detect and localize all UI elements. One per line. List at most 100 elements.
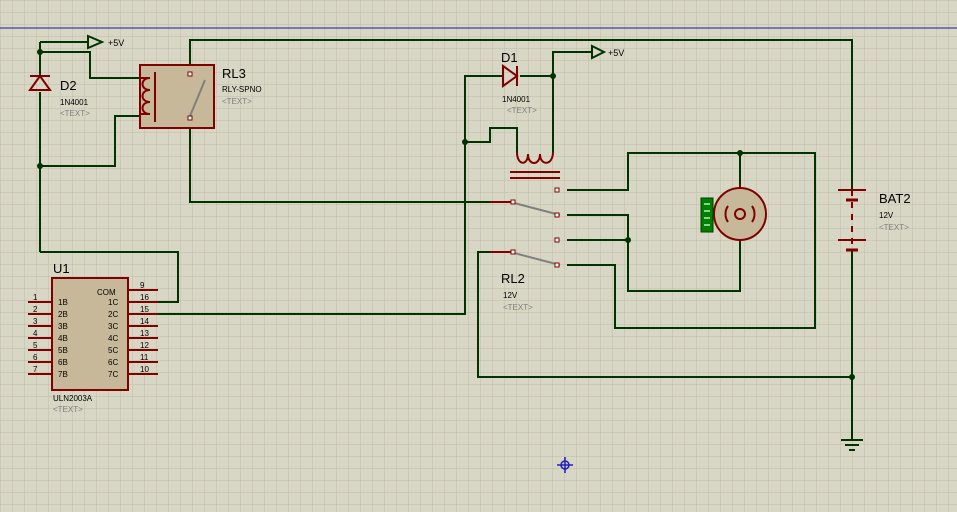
ic-body	[51, 277, 129, 391]
ic-pin-name: 6B	[58, 358, 68, 367]
d2-text: <TEXT>	[60, 109, 90, 118]
ic-u1[interactable]	[28, 277, 158, 391]
ic-pin-name: 1B	[58, 298, 68, 307]
ic-pin-number: 1	[33, 293, 38, 302]
wire-vcc-right	[552, 51, 592, 76]
u1-value: ULN2003A	[53, 394, 93, 403]
wire-u1-1c	[40, 251, 179, 303]
switch-arm	[513, 252, 561, 266]
ic-pin-name: 7C	[108, 370, 118, 379]
diode-d1[interactable]	[502, 64, 519, 88]
ic-pin-name: 2C	[108, 310, 118, 319]
wire-motor-bottom	[567, 214, 741, 292]
diode-d2[interactable]	[28, 74, 52, 91]
ic-pin-name: 7B	[58, 370, 68, 379]
wire-motor-top	[567, 152, 741, 191]
relay-rl2[interactable]	[490, 151, 561, 268]
junction	[625, 237, 631, 243]
bat2-ref: BAT2	[879, 191, 911, 206]
d2-ref: D2	[60, 78, 77, 93]
ic-pin-number: 2	[33, 305, 38, 314]
ic-pin-number: 11	[140, 353, 149, 362]
ic-pin-number: 14	[140, 317, 149, 326]
junction	[550, 73, 556, 79]
diode-icon	[502, 64, 519, 88]
switch-arm	[189, 79, 206, 117]
junction	[737, 150, 743, 156]
terminal-arrow-icon	[87, 34, 105, 50]
ic-pin-name: 4B	[58, 334, 68, 343]
coil-icon	[516, 151, 554, 164]
battery-bat2[interactable]	[838, 189, 866, 252]
ground-symbol[interactable]	[841, 439, 863, 451]
ic-pin-number: 3	[33, 317, 38, 326]
motor-icon	[713, 187, 767, 241]
junction	[37, 49, 43, 55]
junctions	[37, 49, 855, 380]
contact-pin	[187, 115, 193, 121]
wire-u1-2c	[158, 75, 503, 315]
junction	[462, 139, 468, 145]
contact-pin	[554, 187, 560, 193]
contact-pin	[554, 237, 560, 243]
u1-com-label: COM	[97, 288, 116, 297]
ic-pin-number: 9	[140, 281, 145, 290]
ic-pin-name: 1C	[108, 298, 118, 307]
d1-value: 1N4001	[502, 95, 531, 104]
origin-crosshair-icon	[557, 457, 573, 473]
vcc-label-left: +5V	[108, 38, 124, 48]
contact-pin	[554, 262, 560, 268]
contact-pin	[554, 212, 560, 218]
contact-pin	[187, 71, 193, 77]
wire-rl2-coil-a	[465, 127, 518, 152]
switch-arm	[513, 202, 561, 216]
ic-pin-number: 12	[140, 341, 149, 350]
ic-right-pins	[128, 289, 158, 375]
motor-brush	[724, 205, 756, 223]
rl2-text: <TEXT>	[503, 303, 533, 312]
ic-pin-number: 16	[140, 293, 149, 302]
bat2-value: 12V	[879, 211, 894, 220]
rl3-value: RLY-SPNO	[222, 85, 262, 94]
relay-rl3[interactable]	[139, 64, 215, 129]
contact-pin	[510, 199, 516, 205]
ic-pin-name: 5B	[58, 346, 68, 355]
wire-rl3-bat	[189, 39, 853, 190]
relay-body	[139, 64, 215, 129]
vcc-terminal-right[interactable]	[591, 44, 607, 60]
ic-pin-number: 4	[33, 329, 38, 338]
ic-pin-name: 5C	[108, 346, 118, 355]
d1-ref: D1	[501, 50, 518, 65]
dc-motor[interactable]	[700, 184, 767, 242]
ic-pin-number: 15	[140, 305, 149, 314]
rl3-ref: RL3	[222, 66, 246, 81]
wire-vcc-coil	[39, 42, 140, 79]
ic-pin-name: 3B	[58, 322, 68, 331]
bat2-text: <TEXT>	[879, 223, 909, 232]
d1-text: <TEXT>	[507, 106, 537, 115]
wire-coil-bottom	[40, 115, 140, 167]
vcc-label-right: +5V	[608, 48, 624, 58]
rl3-text: <TEXT>	[222, 97, 252, 106]
d2-value: 1N4001	[60, 98, 89, 107]
terminal-arrow-icon	[591, 44, 607, 60]
u1-ref: U1	[53, 261, 70, 276]
junction	[849, 374, 855, 380]
ic-pin-number: 10	[140, 365, 149, 374]
rl2-ref: RL2	[501, 271, 525, 286]
wire-loop-right	[567, 152, 816, 329]
ic-pin-number: 13	[140, 329, 149, 338]
wire-rl3-rl2	[189, 118, 513, 203]
coil-icon	[141, 77, 151, 115]
contact-pin	[510, 249, 516, 255]
motor-shaft	[734, 208, 746, 220]
rl2-value: 12V	[503, 291, 518, 300]
ic-pin-number: 7	[33, 365, 38, 374]
diode-icon	[28, 74, 52, 91]
vcc-terminal-left[interactable]	[87, 34, 105, 50]
ic-pin-name: 3C	[108, 322, 118, 331]
ic-pin-name: 4C	[108, 334, 118, 343]
u1-text: <TEXT>	[53, 405, 83, 414]
